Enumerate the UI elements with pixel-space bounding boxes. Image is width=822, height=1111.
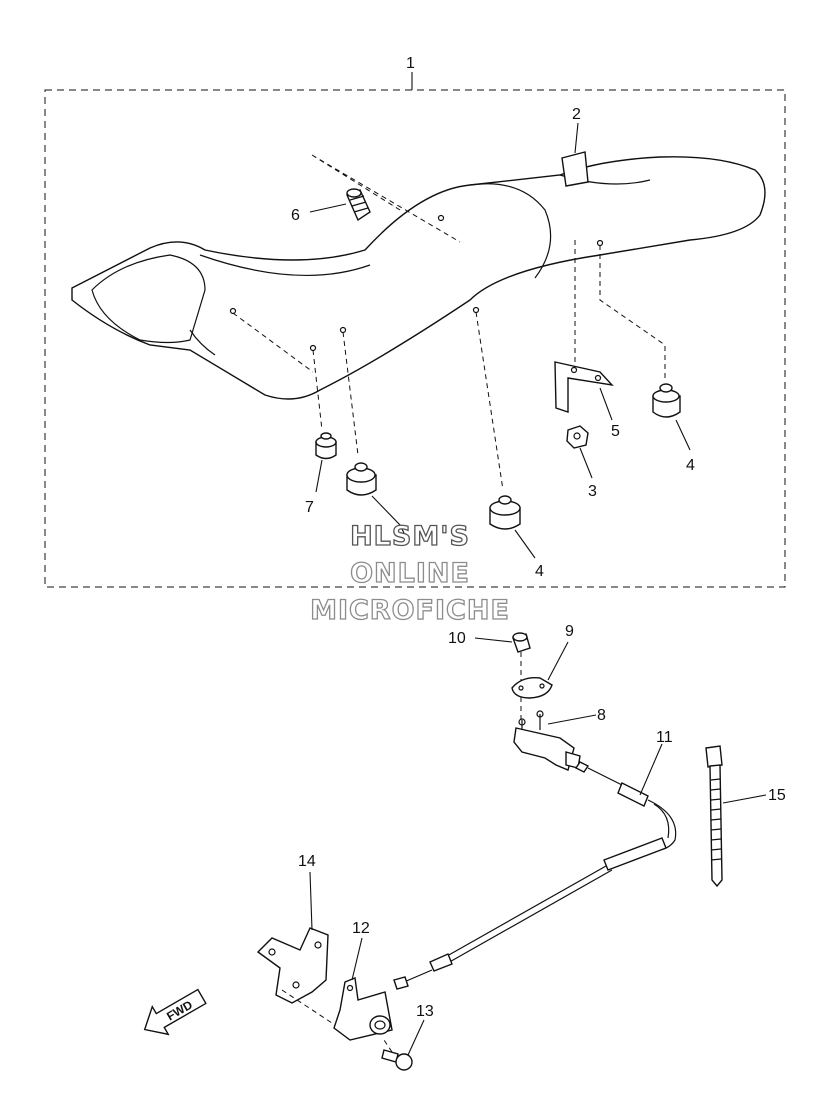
callout-4-lower: 4 <box>535 563 544 580</box>
part-7-damper <box>315 432 337 493</box>
callout-5: 5 <box>611 423 620 440</box>
callout-1: 1 <box>406 55 415 72</box>
part-2-label-strip <box>561 122 589 187</box>
callout-7: 7 <box>305 499 314 516</box>
callout-12: 12 <box>352 920 370 937</box>
callout-9: 9 <box>565 623 574 640</box>
part-15-cable-tie <box>705 745 767 888</box>
callout-6: 6 <box>291 207 300 224</box>
watermark-line-1: HLSM'S <box>350 521 470 552</box>
part-8-bracket <box>513 710 597 771</box>
watermark-line-3: MICROFICHE <box>310 595 510 626</box>
part-5-bracket <box>554 361 614 421</box>
callout-14: 14 <box>298 853 316 870</box>
assembly-group-box <box>44 89 786 588</box>
callout-8: 8 <box>597 707 606 724</box>
part-4-damper-right <box>652 383 691 451</box>
callout-4-right: 4 <box>686 457 695 474</box>
watermark-line-2: ONLINE <box>350 558 470 589</box>
part-11-cable <box>393 743 677 990</box>
callout-10: 10 <box>448 630 466 647</box>
part-4-damper-lower <box>489 495 536 559</box>
part-4-damper-middle <box>346 462 406 536</box>
part-10-nut <box>474 632 531 720</box>
callout-2: 2 <box>572 106 581 123</box>
callout-3: 3 <box>588 483 597 500</box>
fwd-arrow-icon: FWD <box>143 988 207 1036</box>
part-9-plate <box>511 641 569 699</box>
seat <box>71 156 766 400</box>
part-3-nut <box>566 425 593 479</box>
callout-13: 13 <box>416 1003 434 1020</box>
part-13-bolt <box>381 1019 425 1071</box>
part-14-stay <box>256 871 329 1004</box>
part-6-pin <box>309 188 371 222</box>
callout-11: 11 <box>656 729 673 746</box>
part-12-holder <box>333 937 393 1041</box>
callout-15: 15 <box>768 787 786 804</box>
